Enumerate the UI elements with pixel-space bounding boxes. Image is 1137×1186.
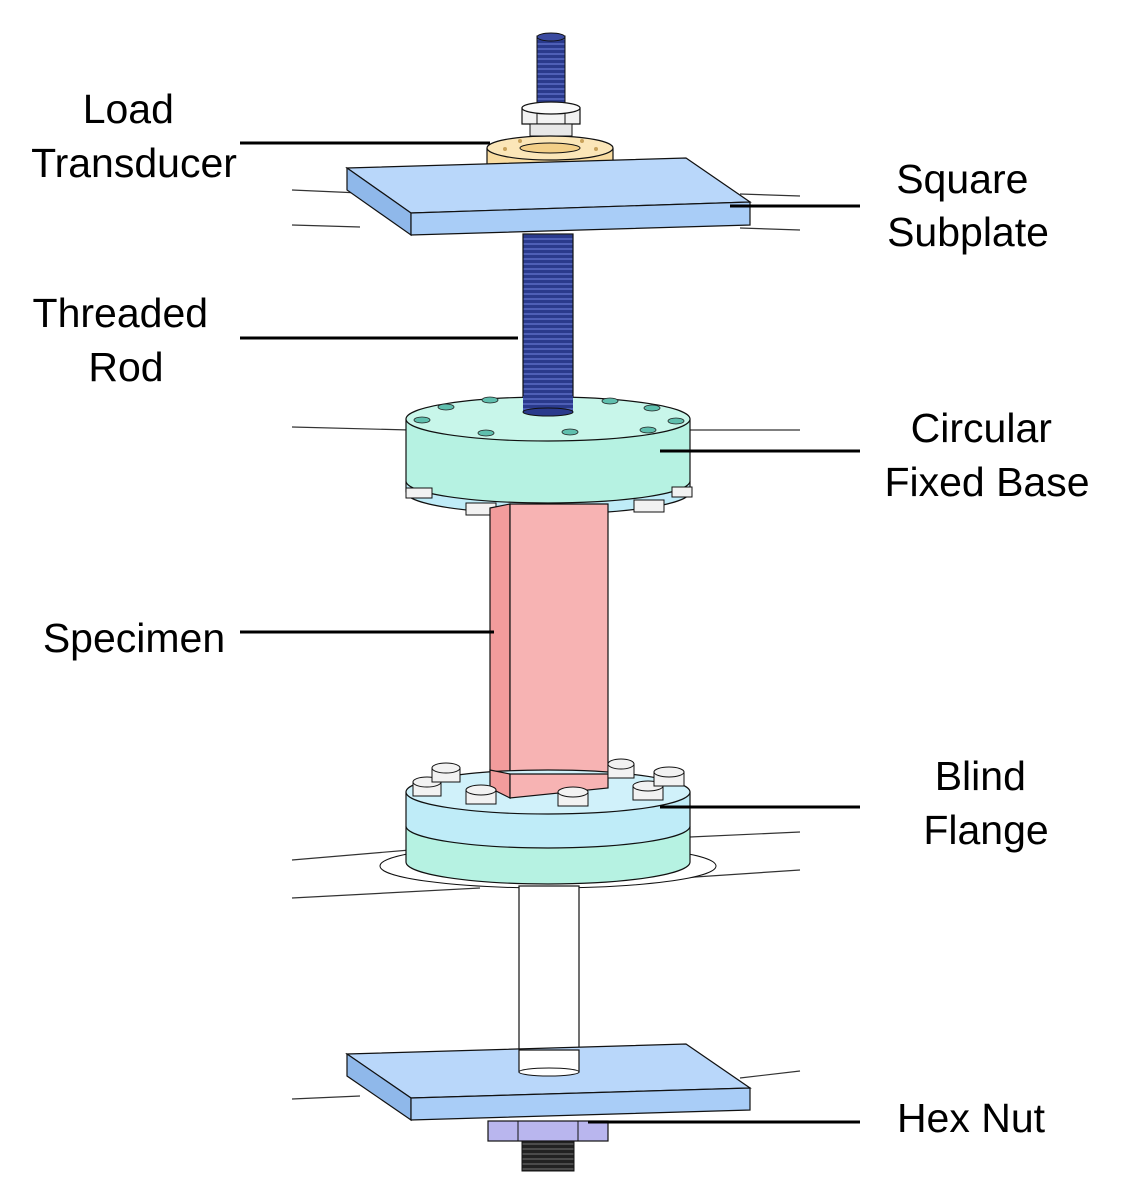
label-square-subplate: Square Subplate <box>887 156 1049 255</box>
threaded-rod <box>522 233 574 413</box>
top-rod-tip <box>536 32 566 113</box>
circular-fixed-base <box>405 396 691 515</box>
specimen-base <box>489 769 609 799</box>
hex-nut <box>487 1120 609 1172</box>
top-hex-nut <box>521 101 581 137</box>
label-load-transducer: Load Transducer <box>31 86 237 186</box>
blind-flange-bolts <box>412 758 685 807</box>
label-threaded-rod: Threaded Rod <box>33 290 220 390</box>
leader-lines <box>240 141 860 1124</box>
square-subplate-bottom <box>345 1043 752 1122</box>
lower-shaft <box>518 885 580 1073</box>
label-circular-fixed-base: Circular Fixed Base <box>884 405 1089 505</box>
specimen <box>489 503 609 799</box>
label-specimen: Specimen <box>43 615 225 661</box>
label-hex-nut: Hex Nut <box>897 1095 1046 1141</box>
square-subplate-top <box>345 157 752 237</box>
frame-lines <box>291 189 801 1100</box>
label-blind-flange: Blind Flange <box>923 753 1048 853</box>
